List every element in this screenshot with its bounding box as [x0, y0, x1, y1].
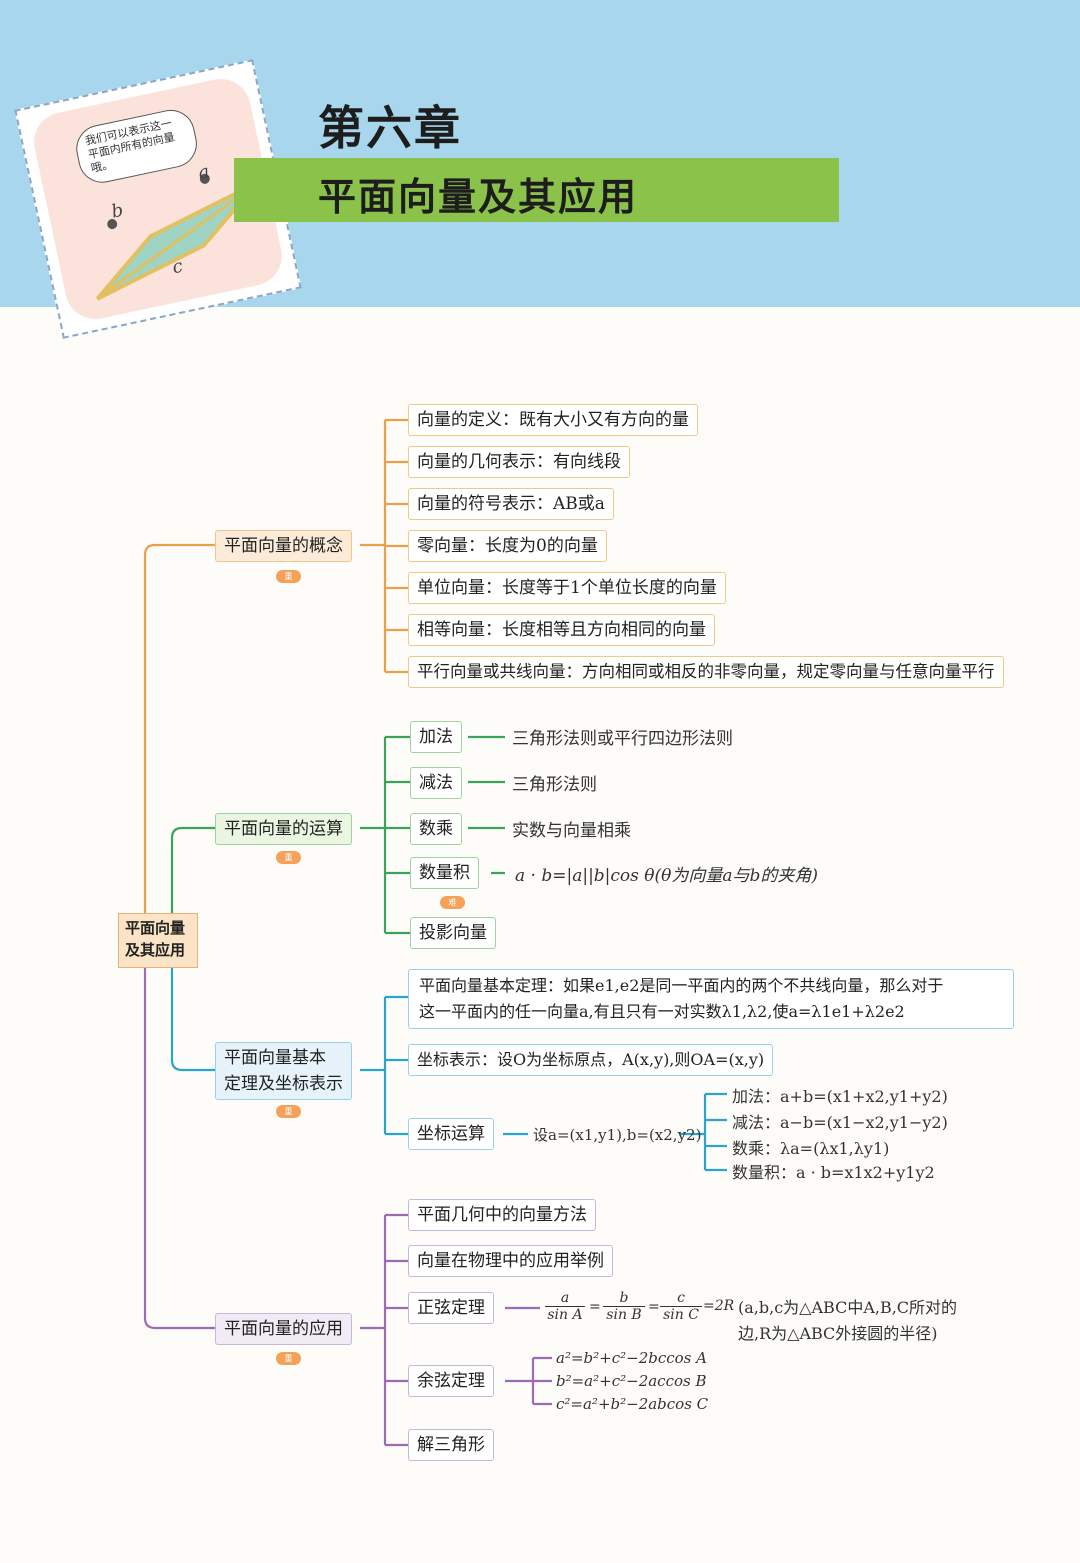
- sine-den: sin A: [545, 1306, 585, 1323]
- theorem-line-1: 平面向量基本定理：如果e1,e2是同一平面内的两个不共线向量，那么对于: [419, 976, 944, 995]
- sine-frac-3: c sin C: [660, 1290, 702, 1323]
- root-line-2: 及其应用: [125, 941, 186, 959]
- sine-num: c: [677, 1290, 685, 1306]
- chapter-title: 第六章: [318, 101, 462, 155]
- sine-eq: =: [648, 1299, 660, 1315]
- root-line-1: 平面向量: [125, 919, 186, 937]
- cosine-formula: b²=a²+c²−2accos B: [556, 1372, 707, 1390]
- badge-concept: 重: [276, 570, 301, 583]
- coord-setup: 设a=(x1,y1),b=(x2,y2): [533, 1126, 702, 1144]
- sine-result: =2R: [703, 1298, 735, 1314]
- branch-basis: 平面向量基本 定理及坐标表示: [215, 1042, 352, 1100]
- op-desc: 三角形法则或平行四边形法则: [512, 729, 733, 749]
- op-node: 数量积: [410, 857, 479, 889]
- app-item: 向量在物理中的应用举例: [408, 1245, 613, 1277]
- sine-eq: =: [589, 1299, 601, 1315]
- badge-basis: 重: [276, 1105, 301, 1118]
- sine-frac-2: b sin B: [603, 1290, 645, 1323]
- sine-num: a: [560, 1290, 570, 1306]
- sine-den: sin B: [603, 1306, 645, 1323]
- branch-basis-line-1: 平面向量基本: [224, 1048, 326, 1068]
- sine-frac-1: a sin A: [545, 1290, 585, 1323]
- cosine-formula: c²=a²+b²−2abcos C: [556, 1395, 709, 1413]
- sine-note-1: (a,b,c为△ABC中A,B,C所对的: [738, 1298, 958, 1317]
- basis-coord: 坐标表示：设O为坐标原点，A(x,y),则OA=(x,y): [408, 1044, 774, 1076]
- concept-item: 单位向量：长度等于1个单位长度的向量: [408, 572, 726, 604]
- op-node: 数乘: [410, 813, 462, 845]
- branch-concept: 平面向量的概念: [215, 530, 352, 562]
- basis-theorem: 平面向量基本定理：如果e1,e2是同一平面内的两个不共线向量，那么对于 这一平面…: [408, 969, 1014, 1029]
- concept-item: 相等向量：长度相等且方向相同的向量: [408, 614, 715, 646]
- app-item: 余弦定理: [408, 1365, 494, 1397]
- app-item: 解三角形: [408, 1429, 494, 1461]
- branch-basis-line-2: 定理及坐标表示: [224, 1074, 343, 1094]
- root-node: 平面向量 及其应用: [118, 913, 198, 968]
- concept-item: 零向量：长度为0的向量: [408, 530, 607, 562]
- concept-item: 向量的定义：既有大小又有方向的量: [408, 404, 698, 436]
- app-item: 正弦定理: [408, 1292, 494, 1324]
- coord-rule: 加法：a+b=(x1+x2,y1+y2): [732, 1087, 948, 1106]
- badge-hard: 难: [440, 896, 465, 909]
- concept-item: 向量的符号表示：AB或a: [408, 488, 614, 520]
- app-item: 平面几何中的向量方法: [408, 1199, 596, 1231]
- coord-rule: 数乘：λa=(λx1,λy1): [732, 1139, 890, 1158]
- op-node: 减法: [410, 767, 462, 799]
- title-bar: [234, 158, 839, 222]
- branch-ops: 平面向量的运算: [215, 813, 352, 845]
- coord-rule: 数量积：a · b=x1x2+y1y2: [732, 1163, 935, 1182]
- cosine-formula: a²=b²+c²−2bccos A: [556, 1349, 707, 1367]
- op-node: 投影向量: [410, 917, 496, 949]
- op-desc: 三角形法则: [512, 775, 597, 795]
- branch-app: 平面向量的应用: [215, 1313, 352, 1345]
- badge-app: 重: [276, 1352, 301, 1365]
- basis-coord-ops: 坐标运算: [408, 1118, 494, 1150]
- op-desc: a · b=|a||b|cos θ(θ为向量a与b的夹角): [515, 866, 819, 886]
- op-node: 加法: [410, 721, 462, 753]
- badge-ops: 重: [276, 851, 301, 864]
- sine-note-2: 边,R为△ABC外接圆的半径): [738, 1324, 938, 1343]
- sine-num: b: [619, 1290, 629, 1306]
- concept-item: 平行向量或共线向量：方向相同或相反的非零向量，规定零向量与任意向量平行: [408, 656, 1004, 688]
- op-desc: 实数与向量相乘: [512, 821, 631, 841]
- chapter-subtitle: 平面向量及其应用: [318, 175, 639, 219]
- sine-den: sin C: [660, 1306, 702, 1323]
- coord-rule: 减法：a−b=(x1−x2,y1−y2): [732, 1113, 948, 1132]
- theorem-line-2: 这一平面内的任一向量a,有且只有一对实数λ1,λ2,使a=λ1e1+λ2e2: [419, 1002, 905, 1021]
- concept-item: 向量的几何表示：有向线段: [408, 446, 630, 478]
